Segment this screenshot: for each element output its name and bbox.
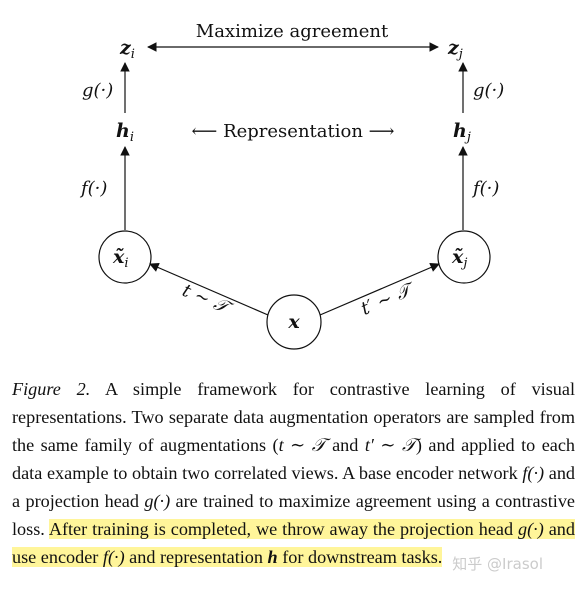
caption-highlight-f: f(·)	[102, 547, 125, 567]
node-xtilde-i-circle	[98, 230, 152, 284]
f-label-left: f(·)	[79, 178, 107, 199]
caption-text-1: A simple framework for contrastive learn…	[12, 379, 576, 455]
node-xtilde-j-circle	[437, 230, 491, 284]
node-xtilde-i: x̃i	[112, 246, 129, 271]
caption-highlight-4: for downstream tasks.	[277, 547, 443, 567]
maximize-agreement-label: Maximize agreement	[196, 21, 389, 42]
aug-arrow-left	[149, 263, 269, 316]
caption-math-tprime: t′ ∼ 𝒯	[364, 435, 416, 455]
node-xtilde-j: x̃j	[451, 246, 467, 271]
node-z-i: zi	[119, 37, 135, 62]
g-label-right: g(·)	[473, 80, 504, 101]
figure-caption: Figure 2. A simple framework for contras…	[12, 375, 575, 571]
caption-highlight-1: After training is completed, we throw aw…	[48, 519, 519, 539]
g-label-left: g(·)	[82, 80, 113, 101]
watermark: 知乎 @Irasol	[452, 555, 543, 573]
aug-label-left: t ∼ 𝒯	[179, 280, 236, 320]
f-label-right: f(·)	[471, 178, 499, 199]
node-x: x	[287, 311, 300, 333]
caption-math-t: t ∼ 𝒯	[278, 435, 326, 455]
caption-text-4: are trained to maximize agreement using …	[12, 491, 575, 539]
node-x-circle	[266, 294, 322, 350]
node-h-j: hj	[453, 120, 471, 145]
caption-math-g: g(·)	[144, 491, 171, 511]
caption-highlight-g: g(·)	[518, 519, 544, 539]
figure-label: Figure 2.	[12, 379, 91, 399]
node-h-i: hi	[116, 120, 134, 145]
representation-label: ⟵ Representation ⟶	[192, 121, 395, 142]
aug-label-right: t′ ∼ 𝒯	[358, 278, 419, 320]
caption-highlight-3: and representation	[124, 547, 268, 567]
caption-text-2: ) and applied to each data example to ob…	[12, 435, 575, 483]
caption-text-and: and	[325, 435, 365, 455]
aug-arrow-right	[319, 262, 440, 316]
caption-highlight-h: h	[267, 547, 278, 567]
node-z-j: zj	[447, 37, 463, 62]
simclr-diagram: Maximize agreement zi zj g(·) g(·) hi hj…	[79, 21, 504, 350]
caption-math-f: f(·)	[522, 463, 545, 483]
caption-text-3: and a projection head	[12, 463, 576, 511]
